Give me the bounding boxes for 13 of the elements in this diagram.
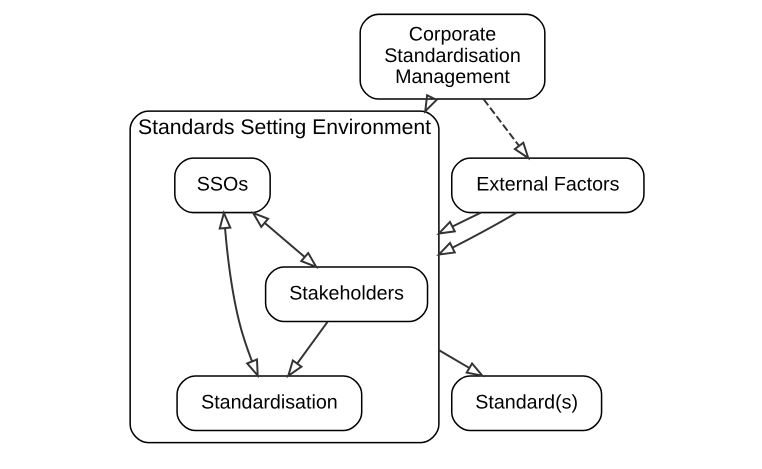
- arrow: [482, 98, 530, 160]
- node-box: SSOs: [174, 157, 271, 214]
- arrow: [438, 349, 485, 378]
- arrow: [436, 212, 517, 256]
- node-box: Stakeholders: [264, 266, 428, 322]
- arrow: [218, 210, 259, 378]
- node-box: Standard(s): [451, 375, 602, 432]
- arrow: [286, 321, 328, 378]
- node-box: External Factors: [451, 157, 645, 214]
- arrow: [250, 211, 318, 269]
- arrow: [424, 94, 438, 114]
- node-box: Standardisation: [176, 375, 362, 432]
- arrow: [436, 212, 482, 235]
